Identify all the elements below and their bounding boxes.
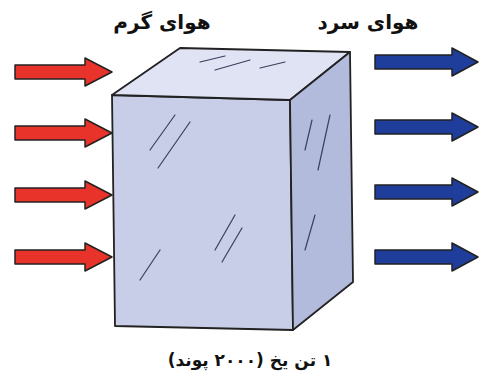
caption-text: ۱ تن یخ (۲۰۰۰ پوند) [168, 350, 333, 370]
warm-air-arrows [15, 58, 112, 271]
air-label: هوای سرد [318, 10, 419, 34]
ice-glints [140, 56, 330, 280]
air-label: هوای گرم [113, 10, 210, 34]
caption: ۱ تن یخ (۲۰۰۰ پوند) [168, 350, 333, 370]
warm-air-label: هوای گرم [113, 10, 210, 34]
cold-air-label: هوای سرد [318, 10, 419, 34]
cold-air-arrows [375, 48, 478, 271]
ice-cube [112, 48, 353, 330]
